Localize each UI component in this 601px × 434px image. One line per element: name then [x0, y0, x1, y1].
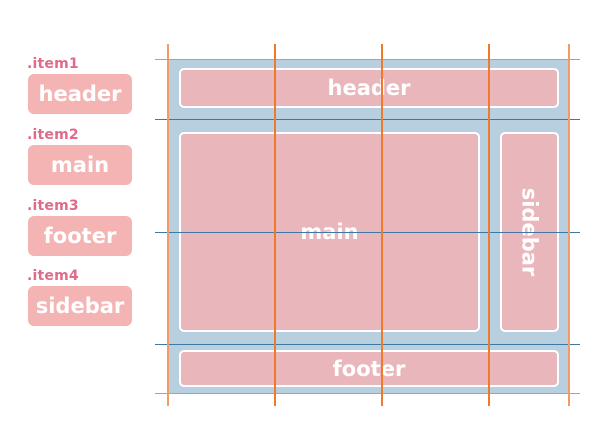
legend-item1-chip: header: [28, 74, 132, 114]
row-line-4: [155, 344, 580, 345]
row-line-1: [155, 59, 580, 60]
legend-item2-selector: .item2: [27, 127, 79, 143]
legend-item1-selector: .item1: [27, 56, 79, 72]
grid-area-header: header: [179, 68, 559, 108]
column-line-1: [167, 44, 169, 406]
legend-item3-chip: footer: [28, 216, 132, 256]
legend-item4-chip: sidebar: [28, 286, 132, 326]
column-line-3: [381, 44, 383, 406]
row-line-5: [155, 393, 580, 394]
column-line-2: [274, 44, 276, 406]
column-line-5: [568, 44, 570, 406]
row-line-3: [155, 232, 580, 233]
row-line-2: [155, 119, 580, 120]
legend-item3-selector: .item3: [27, 198, 79, 214]
grid-area-footer-label: footer: [332, 356, 406, 381]
legend-item4-selector: .item4: [27, 268, 79, 284]
column-line-4: [488, 44, 490, 406]
legend-item2-chip: main: [28, 145, 132, 185]
legend: .item1 header .item2 main .item3 footer …: [0, 0, 140, 434]
grid-area-footer: footer: [179, 350, 559, 387]
grid-area-header-label: header: [327, 76, 411, 100]
